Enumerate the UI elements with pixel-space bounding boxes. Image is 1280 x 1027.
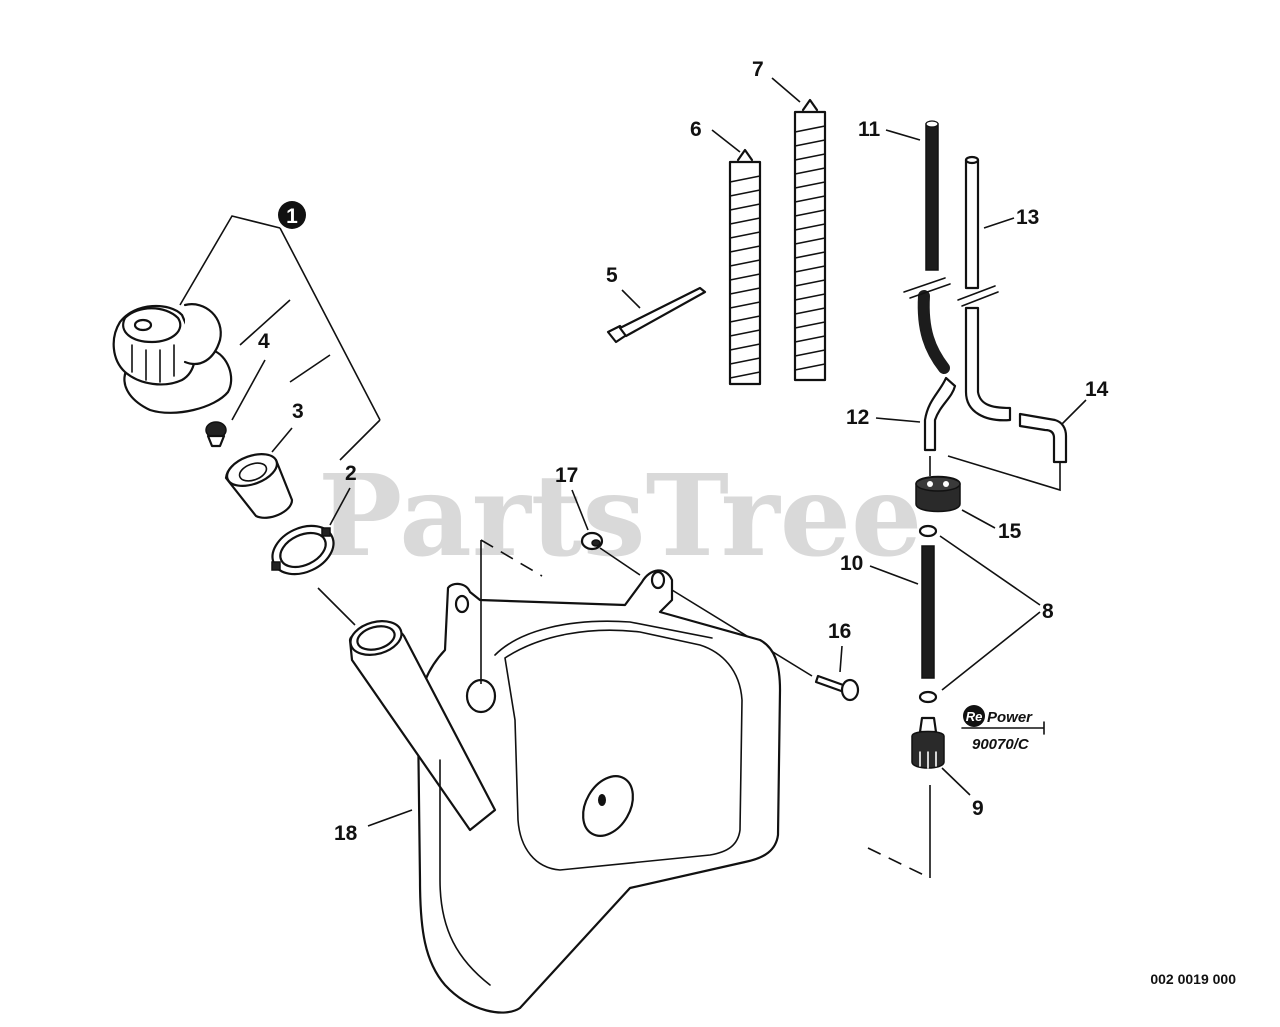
fuel-tank-part-18[interactable] [347,569,782,1014]
callout-10-leader [869,565,919,585]
callout-17: 17 [555,464,578,487]
cable-tie-part-5[interactable] [606,286,707,344]
callout-6: 6 [690,118,702,141]
callout-11-leader [885,129,921,141]
fuel-line-part-11[interactable] [903,120,951,374]
callout-14-leader [1061,399,1087,425]
screw-part-16[interactable] [814,674,860,702]
watermark: PartsTree [318,451,922,582]
callout-2-leader [329,487,351,526]
callout-7: 7 [752,58,764,81]
spiral-wrap-part-6[interactable] [728,148,762,386]
callout-15-leader [961,509,996,529]
fuel-line-part-13[interactable] [957,155,1012,422]
callout-17-leader [571,489,589,531]
fuel-filter-part-9[interactable] [911,716,945,769]
callout-2: 2 [345,462,357,485]
callout-13-leader [983,217,1015,229]
callout-4-leader [231,359,266,421]
callout-7-leader [771,77,801,103]
grommet-fit-lines [929,455,1061,492]
callout-15: 15 [998,520,1022,543]
nut-fit-line [599,547,641,576]
repower-re: Re [966,709,983,724]
o-ring-upper-part-8[interactable] [918,524,938,538]
callout-3-leader [271,427,293,453]
fuel-cap-part-1[interactable] [112,303,233,414]
callout-5: 5 [606,264,618,287]
callout-3: 3 [292,400,304,423]
callout-8-leaders [939,535,1041,691]
callout-12-leader [875,417,921,423]
callout-16-leader [839,645,843,673]
callout-11: 11 [858,118,881,141]
repower-power: Power [987,709,1033,726]
spiral-wrap-part-7[interactable] [793,98,827,382]
grommet-part-15[interactable] [915,475,961,513]
callout-9: 9 [972,797,984,820]
callout-1-bracket [179,215,381,461]
elbow-part-12[interactable] [923,376,957,452]
drawing-number: 002 0019 000 [1150,971,1236,987]
fit-line-2 [317,587,356,626]
vent-valve-part-4[interactable] [205,421,227,448]
filter-fit-dash [867,847,931,879]
repower-part-number: 90070/C [972,736,1030,753]
nut-part-17[interactable] [580,531,604,551]
callout-1-badge [278,201,306,229]
o-ring-lower-part-8[interactable] [918,690,938,704]
callout-6-leader [711,129,741,153]
callout-16: 16 [828,620,851,643]
callout-8: 8 [1042,600,1054,623]
retainer-part-3[interactable] [223,448,294,519]
elbow-part-14[interactable] [1018,412,1068,464]
tank-fit-dash [480,539,543,577]
callout-10: 10 [840,552,863,575]
repower-logo: Re Power 90070/C [961,705,1045,753]
pickup-line-part-10[interactable] [921,545,935,679]
callout-14: 14 [1085,378,1109,401]
callout-18-leader [367,809,413,827]
callout-5-leader [621,289,641,309]
callout-9-leader [941,767,971,796]
screw-fit-line [671,589,813,677]
callout-4: 4 [258,330,270,353]
callout-1: 1 [286,205,298,228]
callout-18: 18 [334,822,358,845]
callout-12: 12 [846,406,869,429]
callout-13: 13 [1016,206,1039,229]
gasket-part-2[interactable] [265,517,342,584]
